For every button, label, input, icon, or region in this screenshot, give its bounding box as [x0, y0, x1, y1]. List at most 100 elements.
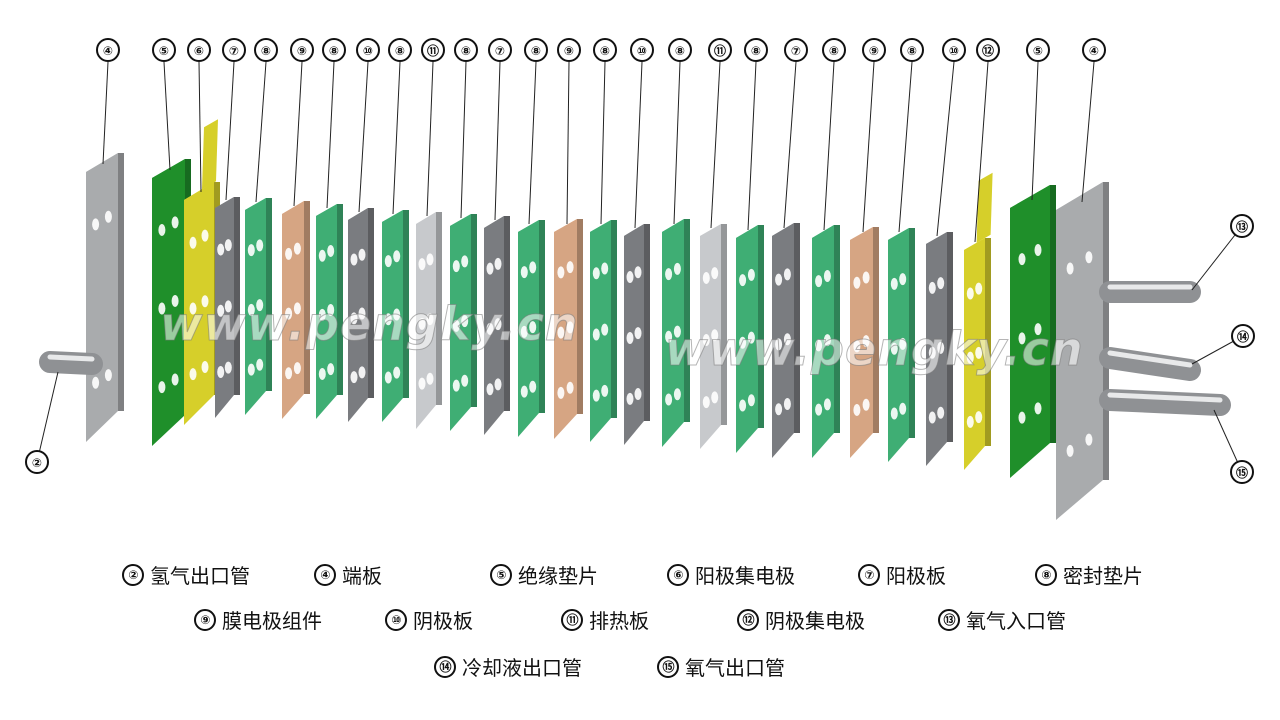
plate-hole	[634, 266, 642, 279]
callout-leader	[974, 61, 989, 243]
plate-hole	[711, 391, 719, 404]
plate-hole	[350, 253, 358, 266]
callout-leader	[255, 61, 267, 203]
plate-side-face	[304, 201, 310, 394]
callout-label: ⑪	[714, 43, 726, 58]
plate-hole	[862, 398, 870, 411]
plate-hole	[747, 394, 755, 407]
callout-right-top-circle	[1230, 214, 1254, 238]
plate-side-face	[721, 224, 727, 425]
plate-hole	[592, 389, 600, 402]
plate-hole	[494, 257, 502, 270]
plate-hole	[966, 287, 974, 300]
watermark-left: www.pengky.cn	[160, 297, 579, 351]
plate-hole	[823, 334, 831, 347]
plate-hole	[327, 304, 335, 317]
hydrogen-outlet-pipe	[39, 351, 103, 375]
plate-hole	[1018, 332, 1026, 345]
plate-hole	[171, 294, 179, 307]
callout-label: ⑤	[159, 44, 169, 58]
callout-left-circle	[25, 450, 49, 474]
plate-hole	[592, 328, 600, 341]
callout-label: ⑧	[751, 44, 761, 58]
callout-circle	[488, 38, 512, 62]
plate-hole	[783, 268, 791, 281]
plate-hole	[853, 276, 861, 289]
plate-hole	[224, 239, 232, 252]
plate-hole	[293, 242, 301, 255]
plate-hole	[1034, 402, 1042, 415]
plate-hole	[862, 335, 870, 348]
callout-circle	[254, 38, 278, 62]
plate-hole	[626, 331, 634, 344]
plate-hole	[358, 248, 366, 261]
plate-hole	[853, 403, 861, 416]
callout-label: ⑦	[229, 44, 239, 58]
plate-hole	[626, 271, 634, 284]
plate-hole	[256, 299, 264, 312]
plate-16	[624, 224, 650, 445]
plate-hole	[247, 303, 255, 316]
plate-hole	[293, 362, 301, 375]
plate-side-face	[403, 210, 409, 398]
plate-1	[86, 153, 124, 442]
callout-leader	[862, 61, 875, 233]
callout-circle	[1026, 38, 1050, 62]
plate-side-face	[436, 212, 442, 405]
plate-hole	[247, 363, 255, 376]
callout-right-top-label: ⑬	[1236, 219, 1248, 234]
plate-hole	[890, 277, 898, 290]
plate-stack	[39, 119, 1231, 520]
plate-hole	[815, 403, 823, 416]
plate-hole	[158, 302, 166, 315]
plate-hole	[426, 372, 434, 385]
plate-hole	[747, 331, 755, 344]
plate-hole	[393, 308, 401, 321]
callout-label: ④	[1089, 44, 1099, 58]
callout-leader	[225, 61, 235, 201]
callout-label: ⑩	[363, 44, 373, 58]
plate-hole	[702, 334, 710, 347]
plate-hole	[104, 210, 112, 223]
plate-side-face	[234, 197, 240, 395]
plate-12	[484, 216, 510, 435]
plate-10	[416, 212, 442, 429]
plate-side-face	[539, 220, 545, 413]
collector-tab	[202, 119, 218, 190]
plate-24	[926, 232, 953, 466]
plate-hole	[461, 374, 469, 387]
plate-hole	[665, 330, 673, 343]
callout-right-bottom-label: ⑮	[1236, 465, 1248, 480]
plate-hole	[899, 402, 907, 415]
plate-hole	[327, 363, 335, 376]
callout-label: ⑦	[791, 44, 801, 58]
plate-hole	[815, 275, 823, 288]
plate-3	[184, 119, 220, 425]
plate-hole	[566, 261, 574, 274]
plate-side-face	[873, 227, 879, 433]
callout-label: ⑨	[869, 44, 879, 58]
plate-hole	[937, 406, 945, 419]
plate-hole	[890, 342, 898, 355]
plate-hole	[327, 244, 335, 257]
plate-hole	[171, 373, 179, 386]
callout-label: ⑨	[564, 44, 574, 58]
plate-hole	[739, 336, 747, 349]
callout-label: ⑧	[675, 44, 685, 58]
callout-leader	[600, 61, 606, 225]
plate-hole	[747, 268, 755, 281]
plate-side-face	[794, 223, 800, 433]
plate-hole	[711, 267, 719, 280]
callout-label: ⑧	[600, 44, 610, 58]
callout-circle	[976, 38, 1000, 62]
callout-circle	[668, 38, 692, 62]
plate-hole	[783, 333, 791, 346]
callout-circle	[744, 38, 768, 62]
callout-leader	[634, 61, 643, 229]
plate-hole	[486, 262, 494, 275]
plate-hole	[566, 321, 574, 334]
plate-side-face	[266, 198, 272, 391]
callout-leader	[102, 61, 109, 165]
plate-hole	[928, 281, 936, 294]
